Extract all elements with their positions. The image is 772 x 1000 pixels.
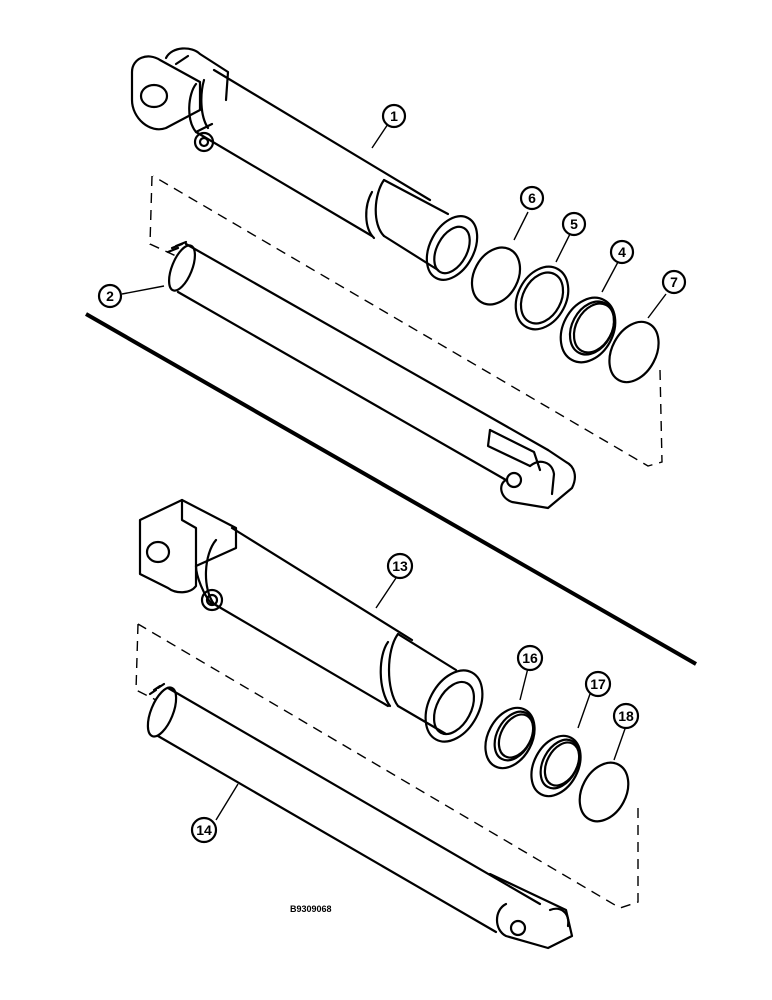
rod-14	[146, 682, 574, 950]
lower-dashed-frame	[135, 623, 639, 909]
callout-label: 1	[390, 108, 398, 124]
seal-4	[559, 296, 617, 364]
upper-cylinder-assembly	[130, 47, 663, 510]
callout-6: 6	[519, 185, 545, 211]
callout-7: 7	[661, 269, 687, 295]
callout-label: 14	[196, 822, 212, 838]
callout-label: 2	[106, 288, 114, 304]
barrel-13	[138, 498, 484, 743]
oring-6	[470, 246, 522, 306]
callout-1: 1	[381, 103, 407, 129]
rod-2	[166, 240, 576, 510]
callout-5: 5	[561, 211, 587, 237]
callout-13: 13	[386, 552, 414, 580]
callout-label: 13	[392, 558, 408, 574]
callout-2: 2	[97, 283, 123, 309]
leader-lines	[121, 123, 667, 821]
callout-label: 4	[618, 244, 626, 260]
callout-label: 7	[670, 274, 678, 290]
barrel-1	[130, 47, 479, 281]
callout-4: 4	[609, 239, 635, 265]
figure-code: B9309068	[290, 904, 332, 914]
callout-16: 16	[516, 644, 544, 672]
callout-17: 17	[584, 670, 612, 698]
wiper-7	[608, 320, 660, 384]
ring-5	[514, 265, 570, 331]
callout-14: 14	[190, 816, 218, 844]
seal-17	[530, 734, 582, 798]
callout-label: 5	[570, 216, 578, 232]
callout-label: 18	[618, 708, 634, 724]
callout-label: 16	[522, 650, 538, 666]
lower-cylinder-assembly	[135, 498, 639, 950]
wiper-18	[578, 761, 630, 823]
callout-label: 17	[590, 676, 606, 692]
callout-label: 6	[528, 190, 536, 206]
separator-line	[85, 312, 697, 666]
callout-18: 18	[612, 702, 640, 730]
gland-seal-16	[484, 706, 536, 770]
